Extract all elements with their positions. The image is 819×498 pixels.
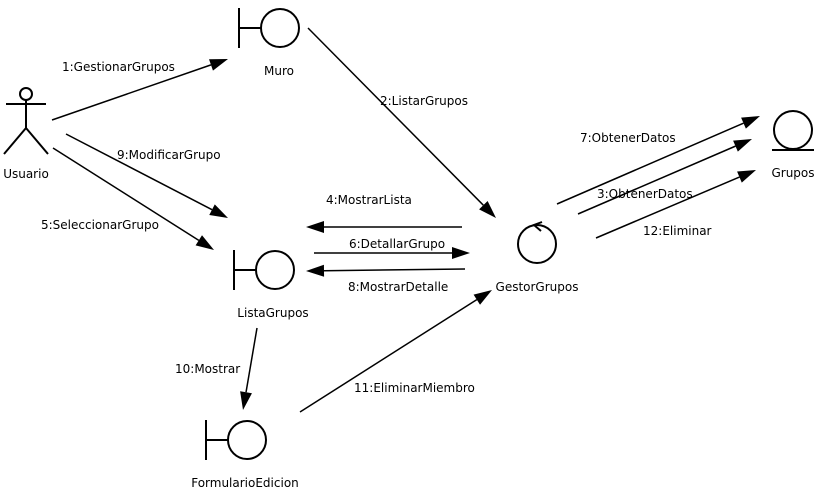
boundary-icon [205, 420, 267, 460]
message-label-6: 6:DetallarGrupo [349, 237, 445, 251]
message-arrow-8 [306, 264, 466, 277]
boundary-label: FormularioEdicion [191, 476, 299, 490]
boundary-icon [238, 8, 300, 48]
stick-figure-icon [3, 87, 49, 155]
entity-grupos[interactable]: Grupos [771, 110, 815, 180]
message-arrow-10 [240, 327, 258, 410]
message-label-7: 7:ObtenerDatos [580, 131, 676, 145]
message-arrow-11 [299, 290, 492, 413]
message-label-12: 12:Eliminar [643, 224, 712, 238]
message-arrow-7 [556, 116, 760, 205]
message-arrow-4 [306, 221, 462, 233]
message-arrows [51, 27, 760, 413]
message-arrow-3 [577, 139, 752, 215]
message-arrow-2 [307, 27, 496, 218]
message-arrow-12 [595, 170, 756, 239]
message-arrow-6 [314, 247, 470, 259]
boundary-formulario-edicion[interactable]: FormularioEdicion [191, 420, 299, 490]
message-label-8: 8:MostrarDetalle [348, 280, 448, 294]
boundary-label: ListaGrupos [237, 306, 308, 320]
entity-label: Grupos [771, 166, 814, 180]
control-label: GestorGrupos [496, 280, 579, 294]
boundary-lista-grupos[interactable]: ListaGrupos [233, 250, 309, 320]
message-arrow-1 [51, 59, 228, 121]
message-label-1: 1:GestionarGrupos [62, 60, 175, 74]
boundary-label: Muro [264, 64, 294, 78]
message-label-4: 4:MostrarLista [326, 193, 412, 207]
message-label-9: 9:ModificarGrupo [117, 148, 221, 162]
message-arrow-5 [52, 147, 214, 250]
control-gestor-grupos[interactable]: GestorGrupos [496, 221, 579, 294]
message-arrow-9 [65, 133, 228, 218]
message-label-2: 2:ListarGrupos [380, 94, 468, 108]
message-label-10: 10:Mostrar [175, 362, 240, 376]
actor-usuario[interactable]: Usuario [3, 87, 49, 181]
entity-icon [772, 110, 814, 151]
message-label-11: 11:EliminarMiembro [354, 381, 475, 395]
message-labels: 1:GestionarGrupos 2:ListarGrupos 3:Obten… [41, 60, 712, 395]
control-icon [517, 221, 557, 264]
actor-label: Usuario [3, 167, 49, 181]
message-label-3: 3:ObtenerDatos [597, 187, 693, 201]
boundary-icon [233, 250, 295, 290]
message-label-5: 5:SeleccionarGrupo [41, 218, 159, 232]
boundary-muro[interactable]: Muro [238, 8, 300, 78]
